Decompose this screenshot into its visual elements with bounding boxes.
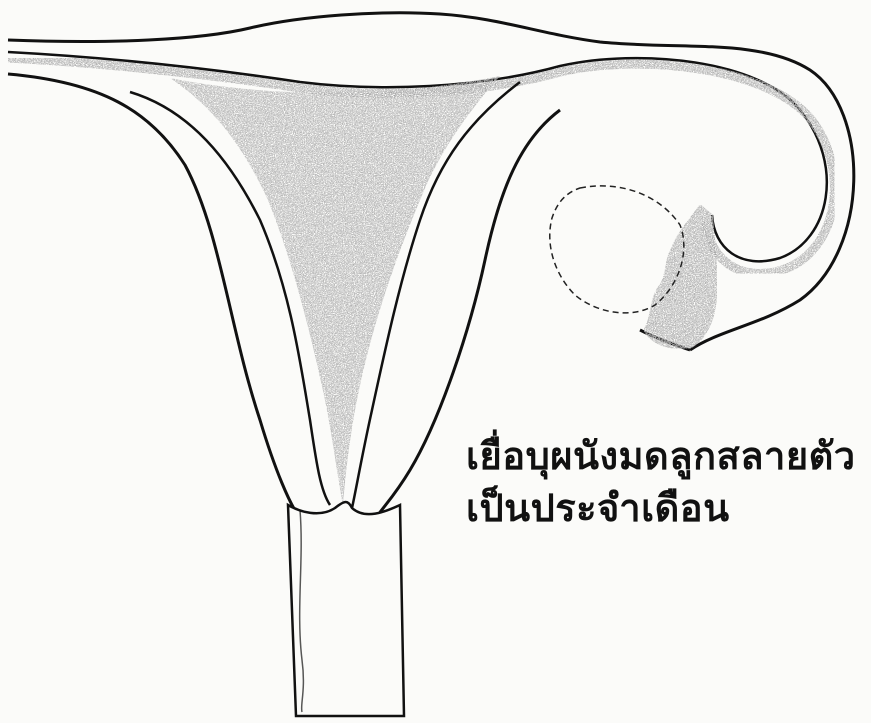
cervix-outline xyxy=(288,502,404,716)
caption-line-2: เป็นประจำเดือน xyxy=(466,482,866,534)
caption-line-1: เยื่อบุผนังมดลูกสลายตัว xyxy=(466,430,866,482)
caption: เยื่อบุผนังมดลูกสลายตัว เป็นประจำเดือน xyxy=(466,430,866,534)
endometrium-shedding xyxy=(170,76,500,505)
